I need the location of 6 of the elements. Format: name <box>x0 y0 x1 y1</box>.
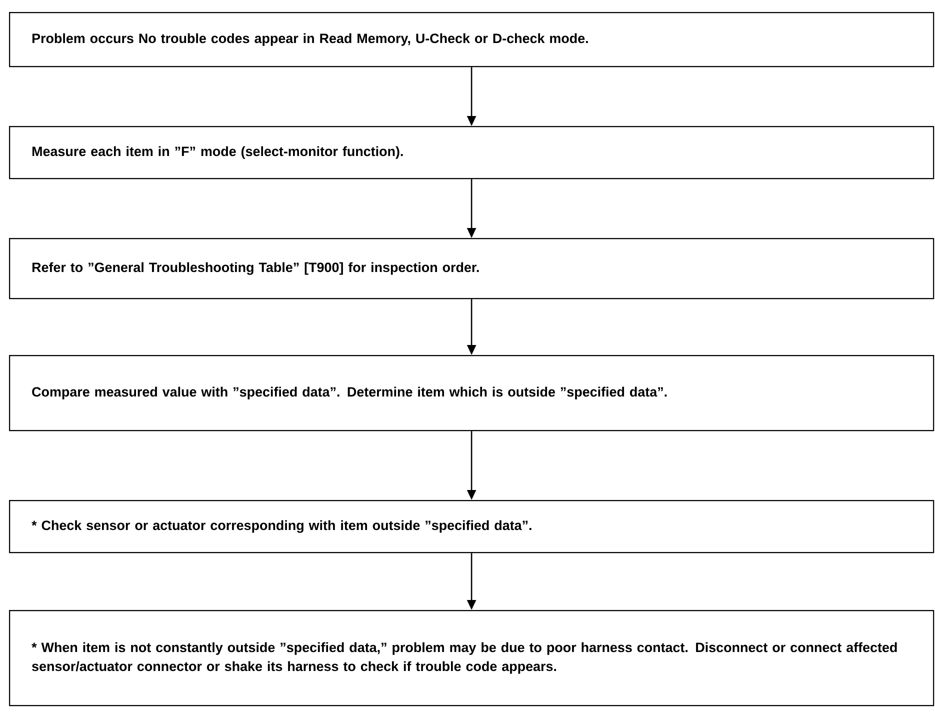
process-box: Compare measured value with ”specified data”. Determine item which is outside ”specified data”. <box>9 355 934 432</box>
process-box: * Check sensor or actuator corresponding with item outside ”specified data”. <box>9 500 934 554</box>
process-box: * When item is not constantly outside ”specified data,” problem may be due to poor harness contact. Disconnect or connect affected sensor/actuator connector or shake its harness to check if trouble code appears. <box>9 610 934 706</box>
process-box: Problem occurs No trouble codes appear in Read Memory, U-Check or D-check mode. <box>9 12 934 68</box>
process-box: Measure each item in ”F” mode (select-monitor function). <box>9 126 934 180</box>
process-box: Refer to ”General Troubleshooting Table” [T900] for inspection order. <box>9 238 934 300</box>
